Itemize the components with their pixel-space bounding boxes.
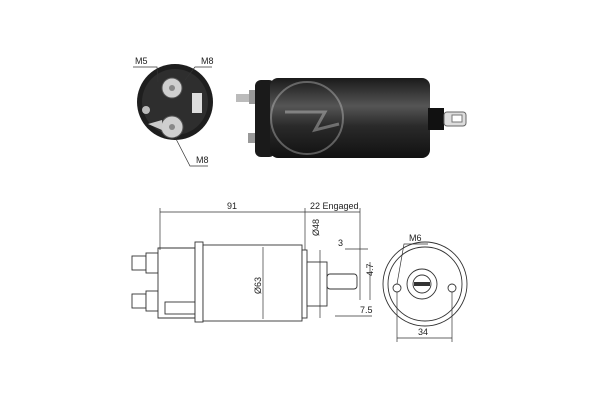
drawing-side-view: [131, 241, 358, 323]
label-m8-bottom: M8: [196, 155, 209, 165]
watermark-logo: [270, 81, 344, 155]
photo-end-view: [137, 64, 213, 140]
dim-engaged: 22 Engaged: [310, 201, 359, 211]
mount-hole-right: [447, 283, 457, 293]
label-m5: M5: [135, 56, 148, 66]
photo-side-view: [236, 78, 467, 158]
callouts: M5 M8 M8: [133, 56, 214, 167]
dim-mount-spacing: 34: [418, 327, 428, 337]
m5-terminal: [142, 106, 150, 114]
dim-body-diameter: Ø63: [253, 277, 263, 294]
dim-plunger-length: 7.5: [360, 305, 373, 315]
label-m8-top: M8: [201, 56, 214, 66]
label-m6: M6: [409, 233, 422, 243]
drawing-end-view: M6 34: [382, 233, 468, 342]
dimensions: 91 22 Engaged Ø48 Ø63 3 4.7 7.5: [159, 201, 375, 319]
mount-hole-left: [392, 283, 402, 293]
dim-length: 91: [227, 201, 237, 211]
dim-plunger-offset: 3: [338, 238, 343, 248]
dim-plunger-width: 4.7: [365, 263, 375, 276]
dim-nose-diameter: Ø48: [311, 219, 321, 236]
